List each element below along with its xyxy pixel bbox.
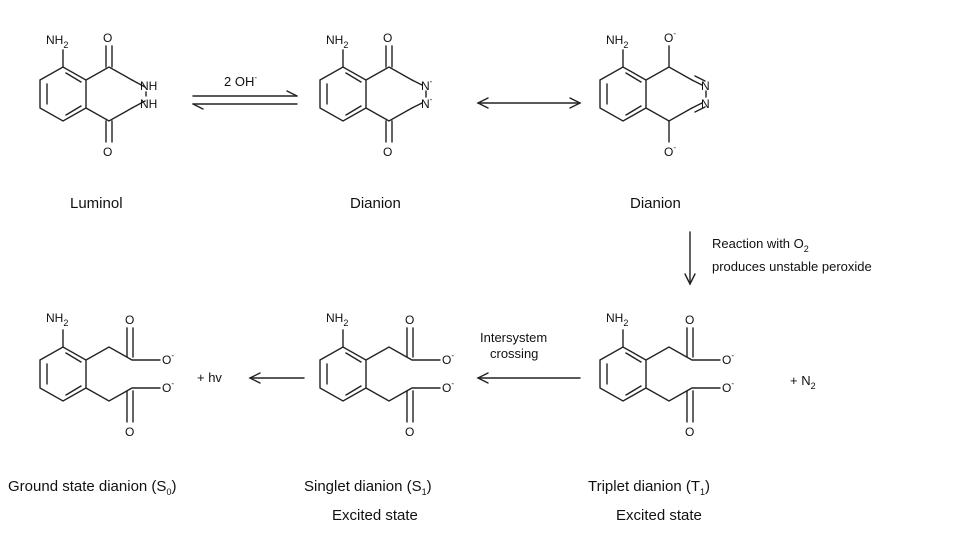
triplet-carbonyl-top: O	[685, 313, 694, 327]
isc-arrow: Intersystem crossing	[476, 330, 581, 384]
dianion-a-carbonyl-top: O	[383, 31, 392, 45]
resonance-arrow	[476, 97, 582, 109]
svg-text:Triplet dianion (T1): Triplet dianion (T1)	[588, 478, 710, 497]
ground-nh2: NH	[46, 311, 63, 325]
svg-text:O-: O-	[722, 351, 734, 367]
svg-text:Singlet dianion (S1): Singlet dianion (S1)	[304, 478, 432, 497]
svg-text:NH2: NH2	[606, 33, 628, 50]
equilibrium-arrow: 2 OH-	[192, 73, 298, 110]
dianion-b-label: Dianion	[630, 195, 681, 212]
ground-oxide-bottom: O	[162, 381, 171, 395]
svg-text:NH2: NH2	[326, 33, 348, 50]
singlet-oxide-bottom: O	[442, 381, 451, 395]
triplet-structure: NH2 O O O- O-	[599, 311, 734, 439]
emission-label: + hv	[197, 370, 222, 385]
emission-arrow: + hv	[197, 370, 305, 385]
triplet-oxide-bottom: O	[722, 381, 731, 395]
dianion-a-carbonyl-bottom: O	[383, 145, 392, 159]
singlet-carbonyl-bottom: O	[405, 425, 414, 439]
svg-text:O-: O-	[442, 379, 454, 395]
dianion-a-label: Dianion	[350, 195, 401, 212]
luminol-nh2: NH	[46, 33, 63, 47]
triplet-carbonyl-bottom: O	[685, 425, 694, 439]
svg-text:NH2: NH2	[606, 311, 628, 328]
luminol-carbonyl-bottom: O	[103, 145, 112, 159]
svg-text:NH2: NH2	[46, 311, 68, 328]
svg-text:O-: O-	[442, 351, 454, 367]
svg-text:NH2: NH2	[46, 33, 68, 50]
svg-text:N-: N-	[421, 95, 433, 111]
triplet-excited-label: Excited state	[616, 507, 702, 524]
dianion-b-nh2: NH	[606, 33, 623, 47]
oxidation-label-line2: produces unstable peroxide	[712, 259, 872, 274]
svg-text:O-: O-	[162, 379, 174, 395]
dianion-b-n-bottom: N	[701, 97, 710, 111]
triplet-label: Triplet dianion (T	[588, 478, 700, 495]
singlet-oxide-top: O	[442, 353, 451, 367]
svg-text:N-: N-	[421, 77, 433, 93]
dianion-a-n-bottom: N	[421, 97, 430, 111]
svg-text:O-: O-	[722, 379, 734, 395]
ground-state-label: Ground state dianion (S	[8, 478, 166, 495]
singlet-label: Singlet dianion (S	[304, 478, 422, 495]
luminol-structure: NH2 O O NH NH Luminol	[39, 31, 157, 212]
isc-label-line2: crossing	[490, 346, 538, 361]
ground-carbonyl-top: O	[125, 313, 134, 327]
luminol-nh-top: NH	[140, 79, 157, 93]
ground-oxide-top: O	[162, 353, 171, 367]
luminol-carbonyl-top: O	[103, 31, 112, 45]
dianion-b-structure: NH2 O- O- N N Dianion	[599, 29, 710, 212]
svg-text:O-: O-	[664, 29, 676, 45]
ground-state-structure: NH2 O O O- O-	[39, 311, 174, 439]
dianion-b-n-top: N	[701, 79, 710, 93]
n2-byproduct: + N	[790, 373, 811, 388]
isc-label-line1: Intersystem	[480, 330, 547, 345]
luminol-nh-bottom: NH	[140, 97, 157, 111]
dianion-a-nh2: NH	[326, 33, 343, 47]
equilibrium-label: 2 OH	[224, 74, 254, 89]
singlet-nh2: NH	[326, 311, 343, 325]
svg-text:Reaction with O2: Reaction with O2	[712, 236, 809, 254]
dianion-b-oxide-bottom: O	[664, 145, 673, 159]
svg-text:O-: O-	[664, 143, 676, 159]
dianion-a-structure: NH2 O O N- N- Dianion	[319, 31, 433, 212]
svg-text:+ N2: + N2	[790, 373, 816, 391]
triplet-nh2: NH	[606, 311, 623, 325]
singlet-excited-label: Excited state	[332, 507, 418, 524]
luminol-label: Luminol	[70, 195, 123, 212]
dianion-a-n-top: N	[421, 79, 430, 93]
singlet-carbonyl-top: O	[405, 313, 414, 327]
ground-carbonyl-bottom: O	[125, 425, 134, 439]
svg-text:NH2: NH2	[326, 311, 348, 328]
svg-text:Ground state dianion (S0): Ground state dianion (S0)	[8, 478, 176, 497]
triplet-oxide-top: O	[722, 353, 731, 367]
svg-text:O-: O-	[162, 351, 174, 367]
dianion-b-oxide-top: O	[664, 31, 673, 45]
svg-text:2 OH-: 2 OH-	[224, 73, 257, 89]
oxidation-label-line1: Reaction with O	[712, 236, 804, 251]
singlet-structure: NH2 O O O- O-	[319, 311, 454, 439]
oxidation-arrow: Reaction with O2 produces unstable perox…	[684, 231, 872, 286]
